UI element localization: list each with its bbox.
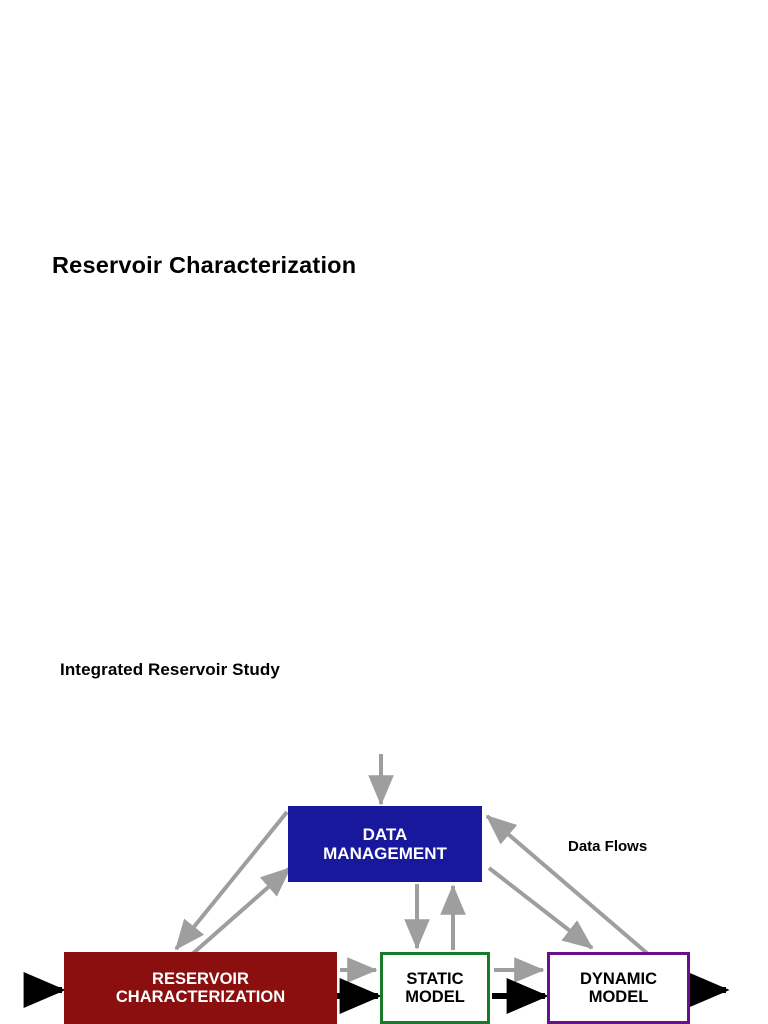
node-data-management[interactable]: DATA MANAGEMENT [288, 806, 482, 882]
node-static-model-line2: MODEL [405, 988, 465, 1006]
arrow-reservoir-to-data-management [188, 866, 292, 958]
node-data-management-line1: DATA [362, 824, 408, 844]
node-static-model[interactable]: STATIC MODEL [380, 952, 490, 1024]
node-dynamic-model[interactable]: DYNAMIC MODEL [547, 952, 690, 1024]
legend-data-flows-label: Data Flows [568, 838, 648, 855]
arrow-dynamic-to-data-management [485, 814, 650, 956]
arrow-data-management-to-dynamic [487, 866, 594, 950]
node-reservoir-characterization[interactable]: RESERVOIR CHARACTERIZATION [64, 952, 337, 1024]
node-static-model-line1: STATIC [406, 969, 464, 988]
diagram-arrows [23, 754, 730, 1014]
section-title: Integrated Reservoir Study [60, 660, 280, 679]
node-reservoir-characterization-line1: RESERVOIR [152, 969, 249, 988]
page-title: Reservoir Characterization [52, 252, 357, 278]
integrated-reservoir-study-diagram: DATA MANAGEMENT RESERVOIR CHARACTERIZATI… [0, 700, 768, 1024]
node-dynamic-model-line1: DYNAMIC [580, 969, 657, 988]
node-dynamic-model-line2: MODEL [588, 988, 649, 1006]
node-data-management-line2: MANAGEMENT [323, 844, 447, 863]
arrow-data-management-to-reservoir [174, 810, 289, 951]
node-reservoir-characterization-line2: CHARACTERIZATION [115, 988, 286, 1006]
